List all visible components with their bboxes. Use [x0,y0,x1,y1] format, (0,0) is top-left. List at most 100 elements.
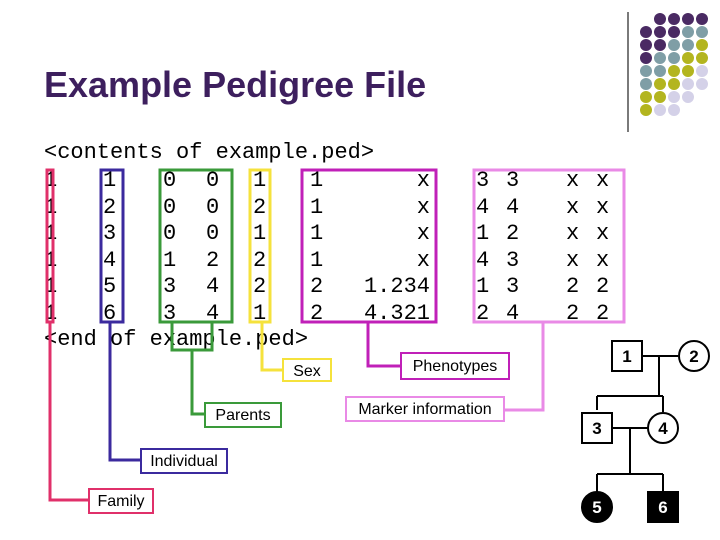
table-cell: 5 [103,274,117,300]
table-cell: x [416,168,430,193]
table-cell: 1 [476,221,490,247]
decorative-dot [682,39,694,51]
decorative-dot [668,65,680,77]
table-cell: 2 [566,274,580,300]
table-cell: 3 [163,274,177,300]
decorative-dot [668,13,680,25]
table-cell: 1 [310,168,324,193]
pedigree-individual [647,491,679,523]
decorative-dot [654,13,666,25]
table-cell: 0 [206,168,220,193]
decorative-dot [696,65,708,77]
pedigree-id: 1 [622,347,631,366]
file-footer-line: <end of example.ped> [44,327,309,352]
pedigree-individual [581,412,613,444]
decorative-dot [682,13,694,25]
decorative-dot [668,39,680,51]
table-cell: x [566,168,580,193]
pedigree-id: 5 [592,498,601,517]
table-cell: 2 [476,301,490,326]
table-cell: 3 [506,274,520,300]
decorative-dot [654,26,666,38]
individual-label: Individual [140,448,228,474]
table-cell: 2 [310,301,324,326]
decorative-dot [640,39,652,51]
table-cell: 2 [596,274,610,300]
decorative-dot [640,104,652,116]
table-cell: x [596,247,610,273]
table-cell: 2 [253,194,267,220]
table-cell: 1 [310,247,324,273]
pedigree-individual [678,340,710,372]
pedigree-id: 6 [658,498,667,517]
table-cell: 3 [103,221,117,247]
table-cell: x [566,247,580,273]
table-cell: 2 [506,221,520,247]
pedigree-id: 2 [689,347,698,366]
decorative-dot [668,78,680,90]
pedigree-id: 3 [592,419,601,438]
table-cell: 4 [476,194,490,220]
table-cell: 1 [253,301,267,326]
table-cell: 2 [206,247,220,273]
table-cell: 1 [163,247,177,273]
table-cell: 3 [476,168,490,193]
sex-label: Sex [282,358,332,382]
table-cell: x [596,168,610,193]
decorative-dot [696,26,708,38]
pedigree-individual [581,491,613,523]
table-cell: 0 [163,194,177,220]
decorative-dot [682,91,694,103]
decorative-dot [696,78,708,90]
table-cell: x [596,221,610,247]
decorative-dot [696,52,708,64]
table-cell: 0 [163,221,177,247]
decorative-dot [682,26,694,38]
decorative-dot [654,52,666,64]
decorative-dot [640,52,652,64]
table-cell: 2 [310,274,324,300]
table-cell: 1 [103,168,117,193]
table-cell: x [566,221,580,247]
table-cell: 4 [103,247,117,273]
phenotypes-label: Phenotypes [400,352,510,380]
table-cell: 6 [103,301,117,326]
file-header-line: <contents of example.ped> [44,140,375,165]
table-cell: x [416,194,430,220]
decorative-dot [682,65,694,77]
table-cell: 1 [476,274,490,300]
table-cell: 1 [253,221,267,247]
decorative-dot [640,78,652,90]
table-cell: 4 [506,194,520,220]
table-cell: 3 [506,168,520,193]
decorative-dot [654,39,666,51]
parents-label: Parents [204,402,282,428]
table-cell: 0 [163,168,177,193]
decorative-dot [668,26,680,38]
decorative-dot [654,78,666,90]
decorative-dot [668,91,680,103]
decorative-dot [654,65,666,77]
pedigree-id: 4 [658,419,668,438]
table-cell: 1 [253,168,267,193]
table-cell: 1 [310,221,324,247]
decorative-dot [682,52,694,64]
decorative-dot [640,26,652,38]
table-cell: 4 [206,301,220,326]
table-cell: 4 [476,247,490,273]
divider-line [627,12,629,132]
decorative-dot [696,39,708,51]
table-cell: 4 [206,274,220,300]
table-cell: 2 [596,301,610,326]
table-cell: 2 [566,301,580,326]
table-cell: 3 [163,301,177,326]
decorative-dot [654,91,666,103]
table-cell: 2 [103,194,117,220]
marker-information-label: Marker information [345,396,505,422]
table-cell: x [416,221,430,247]
table-cell: x [416,247,430,273]
decorative-dot [696,13,708,25]
